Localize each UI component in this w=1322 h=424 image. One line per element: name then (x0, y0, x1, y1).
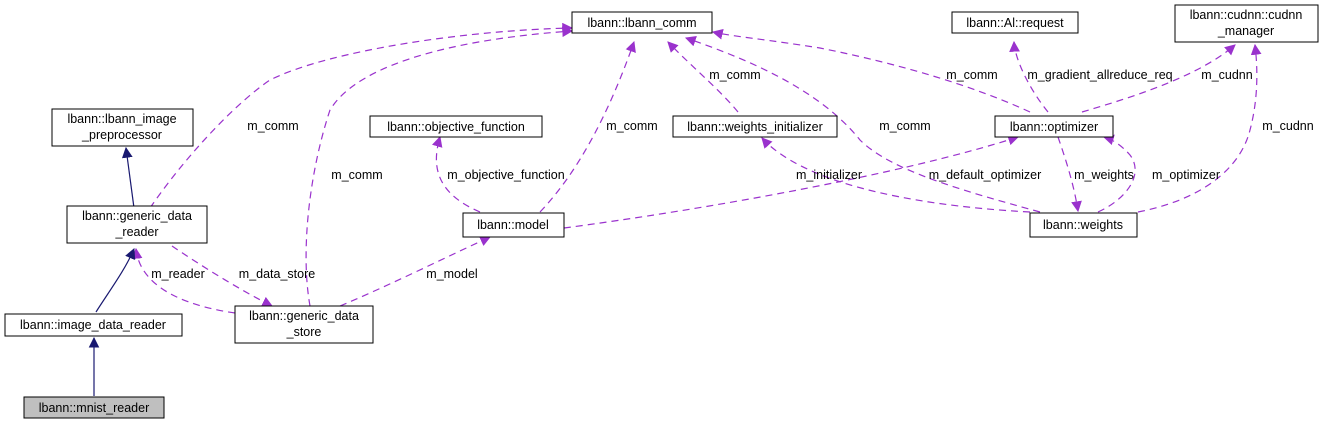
edge-weights-comm (684, 36, 1041, 213)
svg-text:lbann::weights_initializer: lbann::weights_initializer (687, 120, 823, 134)
edge-model-objfn (432, 135, 481, 213)
label-model-objfn: m_objective_function (447, 168, 564, 182)
inheritance-edges (88, 146, 136, 396)
label-model-comm: m_comm (606, 119, 657, 133)
edge-labels: m_comm m_comm m_comm m_comm m_comm m_com… (151, 68, 1314, 281)
label-opt-request: m_gradient_allreduce_req (1027, 68, 1172, 82)
svg-text:lbann::optimizer: lbann::optimizer (1010, 120, 1098, 134)
node-image-data-reader[interactable]: lbann::image_data_reader (4, 313, 183, 337)
node-weights-initializer[interactable]: lbann::weights_initializer (672, 115, 838, 138)
svg-text:_manager: _manager (1217, 24, 1274, 38)
label-opt-comm: m_comm (946, 68, 997, 82)
node-model[interactable]: lbann::model (462, 212, 565, 238)
svg-text:_reader: _reader (114, 225, 158, 239)
edge-gdr-inherits-preprocessor (121, 146, 135, 209)
node-al-request[interactable]: lbann::Al::request (951, 11, 1079, 34)
svg-text:lbann::generic_data: lbann::generic_data (82, 209, 192, 223)
edge-model-comm (539, 40, 636, 213)
edge-opt-request (1009, 40, 1049, 113)
label-weights-cudnn: m_cudnn (1262, 119, 1313, 133)
edge-model-optimizer (563, 134, 1020, 229)
svg-text:lbann::mnist_reader: lbann::mnist_reader (39, 401, 149, 415)
edge-weights-initializer (761, 137, 1031, 213)
svg-text:_store: _store (286, 325, 322, 339)
node-weights[interactable]: lbann::weights (1029, 212, 1138, 238)
node-objective-function[interactable]: lbann::objective_function (369, 115, 543, 138)
label-store-reader: m_reader (151, 267, 205, 281)
edge-idr-inherits-gdr (95, 248, 136, 313)
label-store-comm: m_comm (331, 168, 382, 182)
label-model-optimizer: m_default_optimizer (929, 168, 1042, 182)
svg-text:lbann::cudnn::cudnn: lbann::cudnn::cudnn (1190, 8, 1303, 22)
edge-gdr-comm (149, 22, 574, 209)
edge-opt-comm (711, 28, 1031, 113)
node-generic-data-store[interactable]: lbann::generic_data _store (234, 305, 374, 344)
edge-store-reader (131, 247, 236, 314)
usage-edges (131, 22, 1262, 314)
svg-text:lbann::lbann_image: lbann::lbann_image (67, 112, 176, 126)
svg-text:_preprocessor: _preprocessor (81, 128, 162, 142)
svg-text:lbann::objective_function: lbann::objective_function (387, 120, 525, 134)
svg-text:lbann::generic_data: lbann::generic_data (249, 309, 359, 323)
node-optimizer[interactable]: lbann::optimizer (994, 115, 1114, 138)
edge-optimizer-weights (1057, 136, 1082, 213)
label-opt-weights: m_weights (1074, 168, 1134, 182)
label-weights-comm: m_comm (879, 119, 930, 133)
svg-text:lbann::Al::request: lbann::Al::request (966, 16, 1064, 30)
label-opt-cudnn: m_cudnn (1201, 68, 1252, 82)
node-image-preprocessor[interactable]: lbann::lbann_image _preprocessor (51, 108, 194, 147)
node-mnist-reader[interactable]: lbann::mnist_reader (23, 396, 165, 419)
label-store-model: m_model (426, 267, 477, 281)
svg-text:lbann::model: lbann::model (477, 218, 549, 232)
edge-opt-cudnn (1081, 44, 1236, 113)
edge-store-model (339, 236, 491, 307)
node-cudnn-manager[interactable]: lbann::cudnn::cudnn _manager (1174, 4, 1319, 43)
edge-store-comm (305, 26, 574, 307)
label-gdr-store: m_data_store (239, 267, 315, 281)
node-generic-data-reader[interactable]: lbann::generic_data _reader (66, 205, 208, 244)
edge-weights-optimizer (1097, 134, 1136, 213)
label-gdr-comm: m_comm (247, 119, 298, 133)
svg-text:lbann::image_data_reader: lbann::image_data_reader (20, 318, 166, 332)
label-weights-optimizer: m_optimizer (1152, 168, 1220, 182)
svg-text:lbann::lbann_comm: lbann::lbann_comm (587, 16, 696, 30)
label-weights-initializer: m_initializer (796, 168, 862, 182)
node-lbann-comm[interactable]: lbann::lbann_comm (571, 11, 713, 34)
svg-text:lbann::weights: lbann::weights (1043, 218, 1123, 232)
label-wi-comm: m_comm (709, 68, 760, 82)
edge-wi-comm (667, 41, 739, 113)
